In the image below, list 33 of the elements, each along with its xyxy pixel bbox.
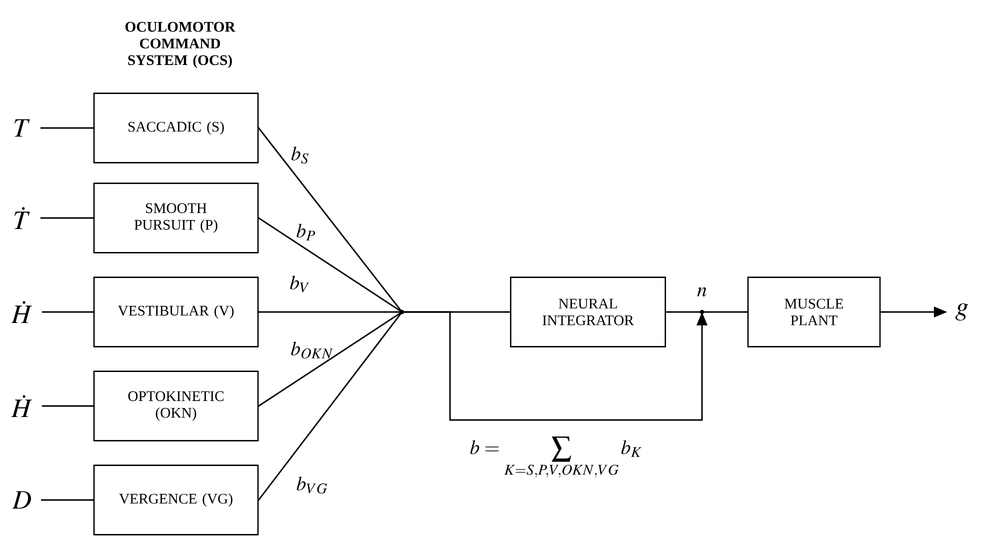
signal-symbol: $\dot{T}$ (14, 207, 30, 230)
edge-label: $b_V$ (290, 276, 310, 293)
block-box: VESTIBULAR (V) (93, 276, 259, 348)
edge-label: $b_S$ (291, 146, 308, 164)
connector-line (42, 405, 94, 407)
connector-line (40, 217, 94, 219)
block-box: SACCADIC (S) (93, 92, 259, 164)
connector-line (701, 311, 748, 313)
connector-line (258, 127, 403, 313)
connector-line (258, 311, 403, 313)
connector-line (42, 311, 94, 313)
edge-label: $b_{VG}$ (296, 476, 328, 494)
block-box: VERGENCE (VG) (93, 464, 259, 536)
signal-label: $n$ (697, 287, 706, 296)
block-box: NEURAL INTEGRATOR (510, 276, 666, 348)
signal-symbol: $g$ (956, 303, 968, 321)
title: OCULOMOTOR COMMAND SYSTEM (OCS) (125, 22, 236, 68)
edge-label: $b_{OKN}$ (291, 342, 333, 359)
block-box: MUSCLE PLANT (747, 276, 881, 348)
connector-line (40, 127, 94, 129)
connector-line (258, 311, 403, 407)
block-box: SMOOTH PURSUIT (P) (93, 182, 259, 254)
edge-label: $b_P$ (296, 224, 316, 240)
signal-symbol: $\dot{H}$ (11, 395, 32, 418)
block-box: OPTOKINETIC (OKN) (93, 370, 259, 442)
connector-line (40, 499, 94, 501)
connector-line (258, 311, 403, 501)
signal-symbol: $T$ (14, 119, 30, 137)
edge-label: $b = \sum_{K=S,P,V,OKN,VG} b_K$ (470, 436, 642, 478)
connector-line (258, 217, 403, 313)
signal-symbol: $D$ (12, 491, 32, 509)
connector-line (665, 311, 703, 313)
signal-symbol: $\dot{H}$ (11, 301, 32, 324)
